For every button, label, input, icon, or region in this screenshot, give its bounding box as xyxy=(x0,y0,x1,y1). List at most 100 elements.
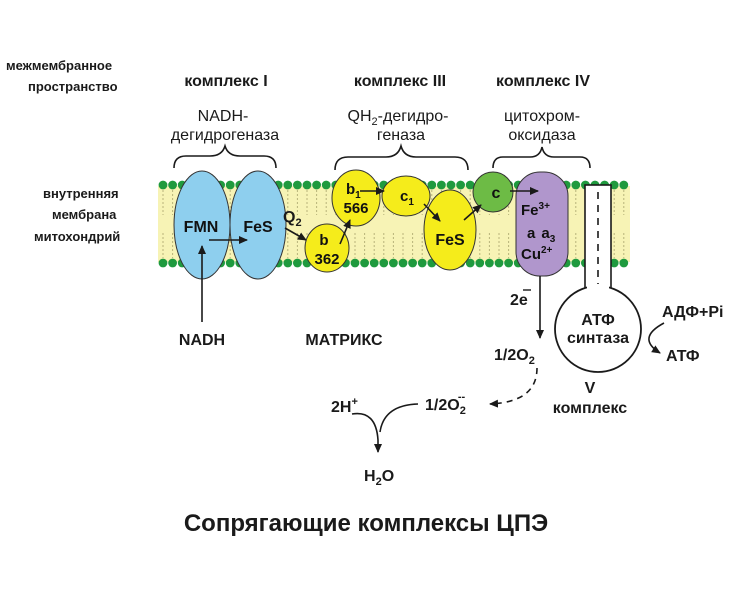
fes-to-c-arrow xyxy=(463,204,482,221)
complex-1-name-2: дегидрогеназа xyxy=(171,127,279,144)
lipid-head xyxy=(360,258,369,268)
lipid-head xyxy=(312,180,321,190)
complex-3-header: комплекс III xyxy=(354,73,446,90)
lipid-head xyxy=(619,258,629,268)
cu-label: Cu2+ xyxy=(521,245,553,263)
complex-4-name-2: оксидаза xyxy=(508,127,575,144)
lipid-head xyxy=(494,258,504,268)
lipid-head xyxy=(293,180,302,190)
lipid-head xyxy=(302,180,312,190)
c1-label: c1 xyxy=(400,188,414,208)
cytochrome-oxidase xyxy=(515,171,569,277)
fes-label-complex-3: FeS xyxy=(435,232,465,249)
complex-3-name-1: QH2-дегидро- xyxy=(348,108,449,128)
lipid-head xyxy=(389,258,398,268)
atp-product-label: АТФ xyxy=(666,348,700,365)
half-oxygen-label: 1/2O2 xyxy=(494,347,535,367)
lipid-head xyxy=(168,258,178,268)
lipid-head xyxy=(369,258,379,268)
lipid-head xyxy=(571,180,581,190)
b362-to-b566-arrow xyxy=(339,219,351,245)
complex-4-brace xyxy=(492,146,591,169)
complex-1-name-1: NADH- xyxy=(198,108,249,125)
lipid-head xyxy=(485,258,494,268)
fes-subunit-complex-3 xyxy=(423,189,477,271)
lipid-head xyxy=(609,258,619,268)
lipid-head xyxy=(350,258,360,268)
atp-synthase-head xyxy=(554,285,642,373)
superoxide-label: 1/2O2-- xyxy=(425,391,466,417)
water-formation-arrow xyxy=(351,412,382,453)
lipid-head xyxy=(158,180,168,190)
cytochrome-c-label: c xyxy=(492,185,501,202)
lipid-head xyxy=(379,258,389,268)
b566-top-label: b1 xyxy=(346,181,361,201)
stalk-join-cover xyxy=(587,284,609,290)
fmn-label: FMN xyxy=(184,219,219,236)
fes-to-b362-arrow xyxy=(284,227,307,241)
adp-to-atp-arrow xyxy=(648,322,665,354)
lipid-head xyxy=(283,180,293,190)
lipid-head xyxy=(437,180,446,190)
lipid-head xyxy=(168,180,178,190)
fes-subunit-complex-1 xyxy=(229,170,287,280)
b362-number-label: 362 xyxy=(314,251,339,268)
lipid-head xyxy=(609,180,619,190)
inner-membrane-label-2: мембрана xyxy=(52,207,117,222)
lipid-head xyxy=(571,258,581,268)
lipid-head xyxy=(475,258,485,268)
inner-membrane-label-1: внутренняя xyxy=(43,186,119,201)
b362-top-label: b xyxy=(319,232,328,249)
atp-synthase-label-1: АТФ xyxy=(581,312,615,329)
cytochrome-c1 xyxy=(381,175,431,217)
complex-5-roman: V xyxy=(585,380,596,397)
superoxide-to-water-arc xyxy=(379,403,419,433)
lipid-head xyxy=(158,258,168,268)
lipid-head xyxy=(321,180,331,190)
oxygen-to-superoxide-arrow xyxy=(489,367,538,408)
lipid-head xyxy=(465,258,475,268)
lipid-head xyxy=(283,258,293,268)
water-label: H2O xyxy=(364,468,394,488)
lipid-head xyxy=(446,180,456,190)
lipid-head xyxy=(225,180,235,190)
cytochrome-b362 xyxy=(304,223,350,273)
lipid-head xyxy=(465,180,475,190)
electrons-label: 2e xyxy=(510,292,528,309)
intermembrane-label-1: межмембранное xyxy=(6,58,112,73)
lipid-head xyxy=(619,180,629,190)
cytochrome-c xyxy=(472,171,514,213)
nadh-label: NADH xyxy=(179,332,225,349)
lipid-head xyxy=(504,258,513,268)
inner-membrane-label-3: митохондрий xyxy=(34,229,120,244)
lipid-head xyxy=(427,180,437,190)
b566-number-label: 566 xyxy=(343,200,368,217)
complex-4-header: комплекс IV xyxy=(496,73,590,90)
matrix-label: МАТРИКС xyxy=(305,332,383,349)
lipid-head xyxy=(408,258,417,268)
cytochrome-b566 xyxy=(331,169,381,227)
complex-3-name-2: геназа xyxy=(377,127,425,144)
atp-synthase-label-2: синтаза xyxy=(567,330,629,347)
lipid-head xyxy=(293,258,302,268)
complex-5-word: комплекс xyxy=(553,400,628,417)
lipid-head xyxy=(456,180,465,190)
protons-label: 2H+ xyxy=(331,396,358,416)
lipid-head xyxy=(398,258,408,268)
complex-1-brace xyxy=(173,143,277,169)
lipid-head xyxy=(225,258,235,268)
diagram-title: Сопрягающие комплексы ЦПЭ xyxy=(184,510,548,537)
c1-to-fes-arrow xyxy=(423,203,441,222)
fes-label-complex-1: FeS xyxy=(243,219,273,236)
complex-3-brace xyxy=(334,142,469,171)
intermembrane-label-2: пространство xyxy=(28,79,118,94)
ubiquinone-label: Q2 xyxy=(283,209,302,229)
adp-pi-label: АДФ+Pi xyxy=(662,304,723,321)
complex-1-header: комплекс I xyxy=(184,73,267,90)
complex-4-name-1: цитохром- xyxy=(504,108,580,125)
fe3-label: Fe3+ xyxy=(521,201,550,219)
lipid-head xyxy=(417,258,427,268)
